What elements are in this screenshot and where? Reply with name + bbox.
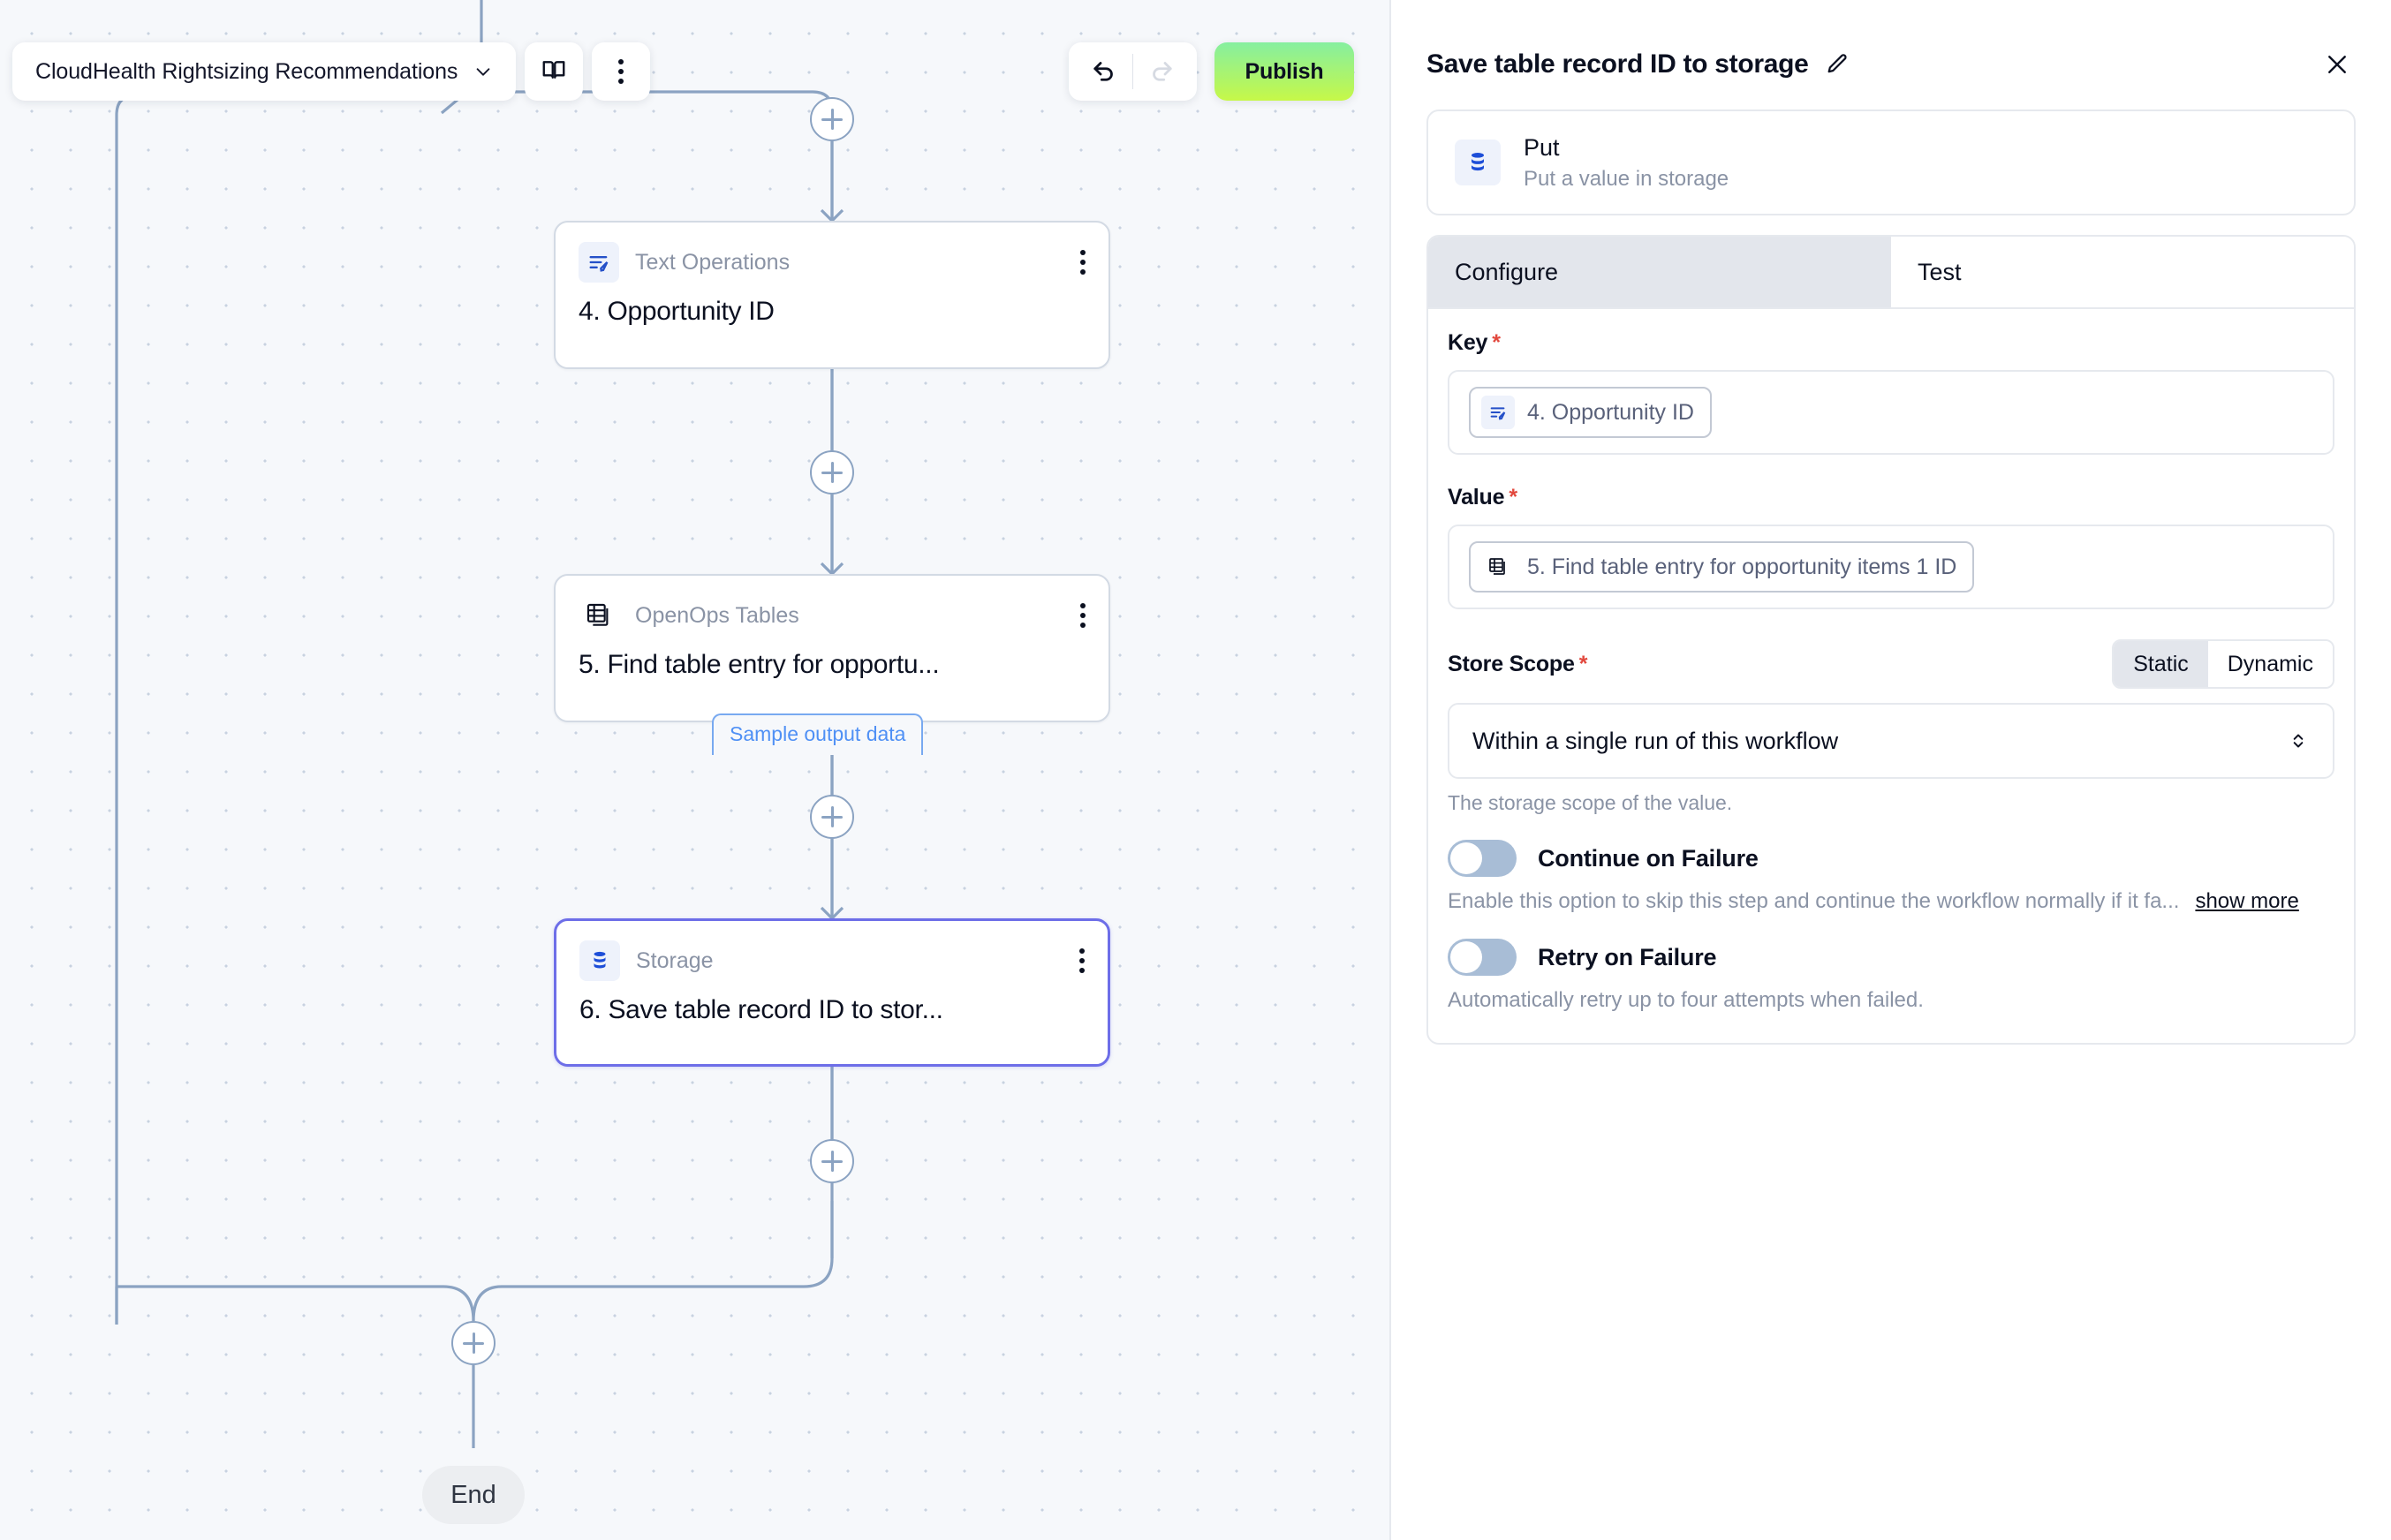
- continue-on-failure-toggle[interactable]: [1448, 840, 1517, 877]
- mode-dynamic-button[interactable]: Dynamic: [2207, 641, 2333, 687]
- node-piece-name: Text Operations: [635, 249, 791, 275]
- form-body: Key* 4. Opportunity ID Value*: [1428, 309, 2354, 1043]
- key-field-label: Key*: [1448, 330, 2334, 356]
- retry-on-failure-label: Retry on Failure: [1538, 943, 1717, 970]
- retry-on-failure-row: Retry on Failure: [1448, 939, 2334, 976]
- canvas-toolbar-left: CloudHealth Rightsizing Recommendations: [12, 42, 651, 101]
- store-scope-label: Store Scope*: [1448, 652, 1587, 677]
- node-menu-button[interactable]: [1080, 250, 1086, 275]
- tab-configure[interactable]: Configure: [1428, 237, 1891, 307]
- value-chip-label: 5. Find table entry for opportunity item…: [1527, 554, 1957, 579]
- continue-on-failure-row: Continue on Failure: [1448, 840, 2334, 877]
- continue-on-failure-label: Continue on Failure: [1538, 844, 1759, 872]
- store-scope-label-text: Store Scope: [1448, 651, 1575, 676]
- node-header: OpenOps Tables: [579, 595, 1086, 636]
- workflow-node-text-operations[interactable]: Text Operations 4. Opportunity ID: [554, 221, 1110, 369]
- undo-redo-group: [1069, 42, 1197, 101]
- required-asterisk: *: [1509, 485, 1517, 510]
- text-operations-icon: [579, 242, 619, 283]
- value-chip[interactable]: 5. Find table entry for opportunity item…: [1469, 541, 1975, 593]
- node-piece-name: Storage: [636, 947, 714, 973]
- workflow-selector[interactable]: CloudHealth Rightsizing Recommendations: [12, 42, 517, 101]
- docs-button[interactable]: [525, 42, 584, 101]
- piece-action-name: Put: [1524, 133, 1560, 161]
- value-field-label: Value*: [1448, 485, 2334, 510]
- publish-button[interactable]: Publish: [1214, 42, 1354, 101]
- chevron-updown-icon: [2287, 729, 2310, 752]
- close-x-icon[interactable]: [2319, 46, 2356, 83]
- key-label-text: Key: [1448, 330, 1488, 355]
- canvas-more-button[interactable]: [592, 42, 651, 101]
- value-label-text: Value: [1448, 485, 1505, 510]
- workflow-node-openops-tables[interactable]: OpenOps Tables 5. Find table entry for o…: [554, 574, 1110, 722]
- chevron-down-icon: [473, 62, 493, 81]
- redo-button[interactable]: [1133, 42, 1188, 101]
- kebab-menu-icon: [618, 59, 624, 84]
- node-menu-button[interactable]: [1080, 603, 1086, 628]
- add-step-button[interactable]: [810, 1139, 854, 1183]
- node-title: 6. Save table record ID to stor...: [579, 995, 943, 1024]
- key-chip[interactable]: 4. Opportunity ID: [1469, 387, 1712, 438]
- step-form-card: Configure Test Key* 4. Opportunity ID: [1426, 235, 2356, 1045]
- book-icon: [541, 57, 567, 87]
- workflow-end-node: End: [422, 1466, 525, 1524]
- node-piece-name: OpenOps Tables: [635, 602, 799, 628]
- undo-button[interactable]: [1078, 42, 1132, 101]
- add-step-button[interactable]: [810, 450, 854, 494]
- storage-database-icon: [579, 940, 620, 981]
- piece-summary-card: Put Put a value in storage: [1426, 109, 2356, 215]
- piece-summary-text: Put Put a value in storage: [1524, 134, 1729, 192]
- add-step-button[interactable]: [451, 1321, 496, 1365]
- value-input[interactable]: 5. Find table entry for opportunity item…: [1448, 525, 2334, 609]
- continue-on-failure-description-row: Enable this option to skip this step and…: [1448, 889, 2334, 914]
- required-asterisk: *: [1492, 330, 1501, 355]
- add-step-button[interactable]: [810, 97, 854, 141]
- undo-arrow-icon: [1092, 57, 1118, 87]
- canvas-toolbar-right: Publish: [1069, 42, 1354, 101]
- retry-on-failure-description: Automatically retry up to four attempts …: [1448, 988, 1924, 1012]
- text-operations-icon: [1481, 396, 1515, 429]
- workflow-canvas[interactable]: CloudHealth Rightsizing Recommendations: [0, 0, 1389, 1540]
- tab-test[interactable]: Test: [1891, 237, 2354, 307]
- panel-header: Save table record ID to storage: [1426, 0, 2356, 83]
- key-input[interactable]: 4. Opportunity ID: [1448, 370, 2334, 455]
- pencil-icon[interactable]: [1825, 52, 1850, 77]
- panel-tabs: Configure Test: [1428, 237, 2354, 309]
- sample-output-data-badge[interactable]: Sample output data: [712, 713, 924, 755]
- workflow-node-storage[interactable]: Storage 6. Save table record ID to stor.…: [554, 918, 1110, 1067]
- key-chip-label: 4. Opportunity ID: [1527, 399, 1694, 425]
- store-scope-selected-value: Within a single run of this workflow: [1472, 727, 1839, 754]
- store-scope-select[interactable]: Within a single run of this workflow: [1448, 703, 2334, 779]
- tables-icon: [579, 595, 619, 636]
- toolbar-divider: [1132, 54, 1133, 89]
- continue-on-failure-description: Enable this option to skip this step and…: [1448, 889, 2180, 913]
- add-step-button[interactable]: [810, 795, 854, 839]
- required-asterisk: *: [1578, 651, 1588, 676]
- workflow-name: CloudHealth Rightsizing Recommendations: [35, 58, 458, 84]
- tables-icon: [1481, 550, 1515, 584]
- page-title: Save table record ID to storage: [1426, 49, 1809, 79]
- node-title: 4. Opportunity ID: [579, 297, 775, 326]
- store-scope-row: Store Scope* Static Dynamic: [1448, 639, 2334, 689]
- node-header: Storage: [579, 940, 1085, 981]
- show-more-link[interactable]: show more: [2195, 889, 2299, 913]
- redo-arrow-icon: [1147, 57, 1174, 87]
- static-dynamic-toggle: Static Dynamic: [2112, 639, 2334, 689]
- step-settings-panel: Save table record ID to storage Put Put …: [1389, 0, 2391, 1540]
- store-scope-helper-text: The storage scope of the value.: [1448, 791, 1733, 814]
- node-title: 5. Find table entry for opportu...: [579, 650, 940, 679]
- node-menu-button[interactable]: [1079, 948, 1085, 973]
- node-header: Text Operations: [579, 242, 1086, 283]
- retry-on-failure-toggle[interactable]: [1448, 939, 1517, 976]
- piece-action-description: Put a value in storage: [1524, 166, 1729, 191]
- mode-static-button[interactable]: Static: [2114, 641, 2208, 687]
- storage-database-icon: [1455, 140, 1501, 185]
